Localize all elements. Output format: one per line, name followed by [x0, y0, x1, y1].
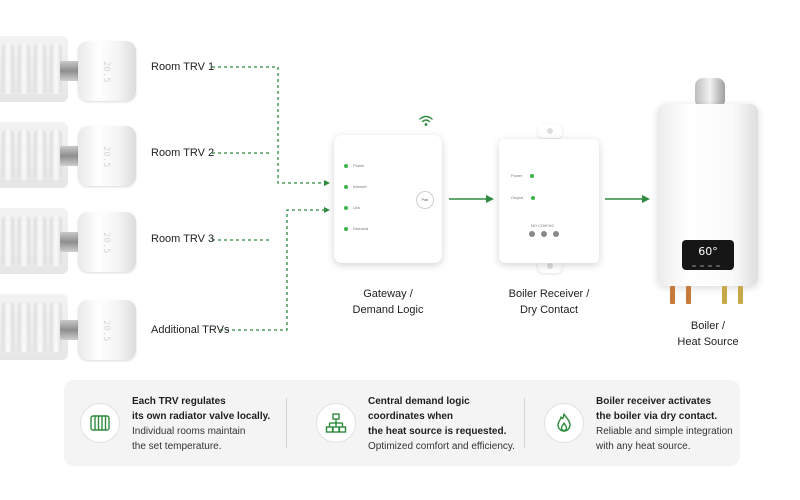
link-additional	[220, 209, 326, 331]
flame-icon	[544, 403, 584, 443]
trv-1-display: 20.5	[101, 61, 111, 83]
radiator-3	[0, 208, 68, 274]
info-text-trv: Each TRV regulates its own radiator valv…	[132, 396, 271, 452]
gateway-title: Gateway / Demand Logic	[352, 288, 424, 316]
trv-2: 20.5	[60, 126, 136, 186]
trv-1: 20.5	[60, 41, 136, 101]
info-card-receiver: Boiler receiver activates the boiler via…	[544, 380, 734, 466]
info-panel: Each TRV regulates its own radiator valv…	[64, 380, 740, 466]
label-room-trv-3: Room TRV 3	[151, 233, 215, 245]
gateway-led-internet: Internet	[344, 184, 367, 189]
receiver-led-output: Output	[511, 195, 536, 200]
radiator-1	[0, 36, 68, 102]
label-room-trv-1: Room TRV 1	[151, 61, 215, 73]
receiver-title: Boiler Receiver / Dry Contact	[508, 288, 590, 316]
arrow-to-boiler	[642, 195, 650, 203]
radiator-icon	[80, 403, 120, 443]
gateway-led-demand: Demand	[344, 226, 368, 231]
trv-3: 20.5	[60, 212, 136, 272]
boiler-pipe	[738, 286, 743, 304]
pair-button[interactable]: Pair	[416, 191, 434, 209]
trv-4-display: 20.5	[101, 320, 111, 342]
receiver-mount-top	[538, 124, 562, 138]
wifi-icon	[419, 115, 433, 126]
boiler-title: Boiler / Heat Source	[677, 320, 739, 348]
arrow-to-receiver	[486, 195, 494, 203]
divider	[524, 398, 525, 448]
trv-3-display: 20.5	[101, 232, 111, 254]
radiator-4	[0, 294, 68, 360]
trv-4: 20.5	[60, 300, 136, 360]
boiler-display: 60°	[682, 240, 734, 270]
receiver-led-power: Power	[511, 173, 535, 178]
terminal-block	[529, 231, 559, 237]
gateway-device: Power Internet Link Demand Pair	[334, 135, 442, 263]
boiler-receiver-device: Power Output NO COM NC	[499, 139, 599, 263]
info-card-gateway: Central demand logic coordinates when th…	[316, 380, 531, 466]
boiler-pipe	[686, 286, 691, 304]
label-additional-trvs: Additional TRVs	[151, 324, 230, 336]
boiler-unit: 60°	[658, 104, 758, 286]
arrow-to-gateway-top	[324, 180, 330, 186]
radiator-2	[0, 122, 68, 188]
terminal-labels: NO COM NC	[531, 223, 555, 228]
divider	[286, 398, 287, 448]
boiler-pipe	[722, 286, 727, 304]
link-trv1	[212, 66, 326, 184]
boiler-flue	[695, 78, 725, 108]
arrow-to-gateway-bottom	[324, 207, 330, 213]
info-text-receiver: Boiler receiver activates the boiler via…	[596, 396, 733, 452]
info-card-trv: Each TRV regulates its own radiator valv…	[80, 380, 290, 466]
connection-lines	[212, 66, 650, 331]
trv-2-display: 20.5	[101, 146, 111, 168]
gateway-led-power: Power	[344, 163, 364, 168]
boiler-pipe	[670, 286, 675, 304]
info-text-gateway: Central demand logic coordinates when th…	[368, 396, 515, 452]
label-room-trv-2: Room TRV 2	[151, 147, 215, 159]
gateway-led-link: Link	[344, 205, 360, 210]
network-icon	[316, 403, 356, 443]
